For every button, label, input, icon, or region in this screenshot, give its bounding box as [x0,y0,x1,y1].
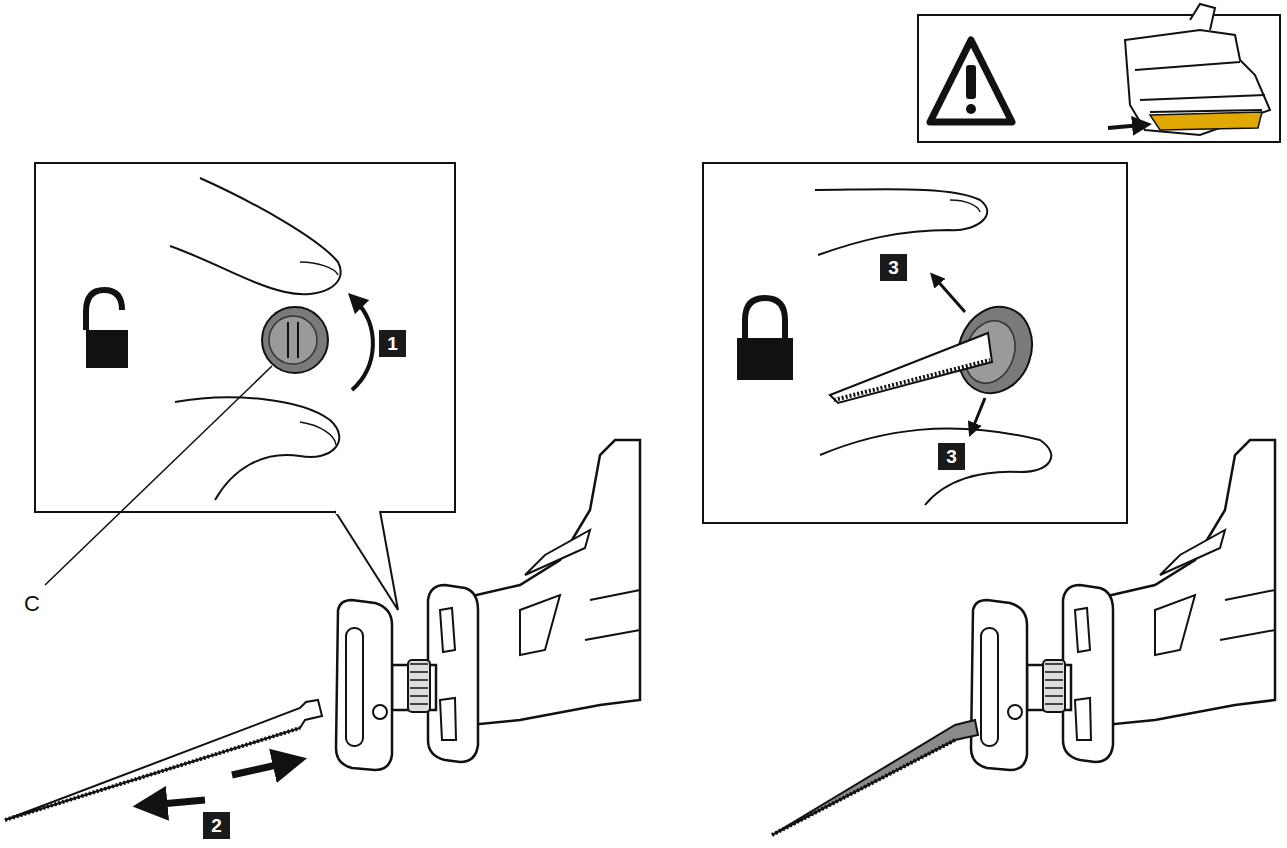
blade-inserted [772,720,978,835]
callout-number: 1 [379,330,406,357]
lock-inset [703,163,1127,523]
callout-number: 3 [938,443,965,470]
saw-unlocked [5,440,640,820]
callout-number: 2 [203,812,230,839]
unlock-inset [35,163,455,610]
part-label: C [22,592,42,616]
warning-panel [918,4,1280,142]
callout-number: 3 [880,254,907,281]
saw-locked [971,440,1275,770]
